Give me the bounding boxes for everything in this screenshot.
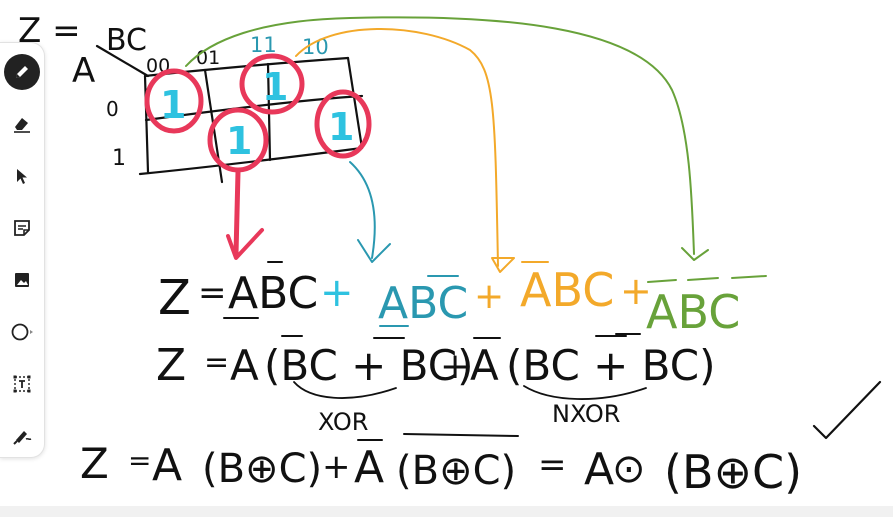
eq3-equals-2: = bbox=[538, 445, 567, 485]
col-header-11: 11 bbox=[250, 33, 277, 57]
eq2-paren-1: (BC + BC) bbox=[264, 341, 473, 390]
shape-tool-button[interactable] bbox=[4, 314, 40, 350]
note-tool-button[interactable] bbox=[4, 210, 40, 246]
xor-label: XOR bbox=[318, 408, 368, 436]
checkmark-icon bbox=[812, 380, 882, 440]
pen-tool-button[interactable] bbox=[4, 54, 40, 90]
eq1-plus-3: + bbox=[620, 269, 652, 313]
eq3-equals: = bbox=[128, 444, 151, 477]
arrow-red bbox=[226, 169, 264, 260]
a-label: A bbox=[72, 51, 95, 91]
eq2-equals: = bbox=[204, 345, 229, 380]
sticky-note-icon bbox=[14, 220, 30, 236]
arrow-teal bbox=[349, 161, 391, 263]
eq3-a-2: A bbox=[584, 444, 614, 495]
text-box-icon bbox=[13, 375, 31, 393]
row-header-1: 1 bbox=[112, 146, 126, 171]
row-header-0: 0 bbox=[106, 97, 119, 121]
kmap-cell-r1c3: 1 bbox=[328, 105, 354, 149]
kmap-diagonal bbox=[95, 44, 150, 78]
circle-shape-icon bbox=[11, 323, 33, 341]
eraser-tool-button[interactable] bbox=[4, 106, 40, 142]
select-tool-button[interactable] bbox=[4, 158, 40, 194]
eq1-term-2: ABC bbox=[378, 278, 468, 329]
eq2-lhs: Z bbox=[156, 340, 186, 391]
eq1-term-3: ABC bbox=[520, 263, 614, 317]
eq1-plus-1: + bbox=[320, 270, 354, 316]
eq1-term-4: ABC bbox=[646, 285, 740, 339]
image-tool-button[interactable] bbox=[4, 262, 40, 298]
image-icon bbox=[15, 273, 29, 287]
equation-2: Z = A (BC + BC) + A (BC + BC) bbox=[156, 333, 715, 400]
eq1-term-1: ABC bbox=[228, 268, 318, 319]
nxor-label: NXOR bbox=[552, 400, 620, 428]
eq3-xnor-expr: (B⊕C) bbox=[396, 448, 516, 494]
drawing-toolbar bbox=[0, 42, 45, 458]
equation-1: Z = ABC + ABC + ABC + ABC bbox=[158, 261, 767, 339]
eq1-lhs: Z bbox=[158, 270, 191, 326]
eq2-abar: A bbox=[470, 341, 499, 390]
text-tool-button[interactable] bbox=[4, 366, 40, 402]
eq3-odot: ⊙ bbox=[612, 446, 646, 492]
eq3-abar: A bbox=[354, 442, 384, 493]
pointer-icon bbox=[17, 169, 27, 184]
highlighter-tool-button[interactable] bbox=[4, 418, 40, 454]
eq3-a: A bbox=[152, 440, 182, 491]
eq2-plus: + bbox=[440, 346, 470, 387]
eq1-plus-2: + bbox=[474, 276, 504, 317]
eq3-result: (B⊕C) bbox=[664, 445, 802, 499]
pen-icon bbox=[16, 66, 28, 78]
highlighter-icon bbox=[13, 431, 32, 445]
kmap-cell-r0c0: 1 bbox=[160, 83, 186, 127]
eq3-xor-expr: (B⊕C) bbox=[202, 446, 322, 492]
kmap-cell-r0c2: 1 bbox=[262, 65, 288, 109]
eraser-icon bbox=[14, 118, 30, 133]
eq3-lhs: Z bbox=[80, 439, 109, 488]
eq2-a: A bbox=[230, 341, 259, 390]
bc-label: BC bbox=[106, 23, 147, 58]
equation-3: Z = A (B⊕C) + A (B⊕C) = A ⊙ (B⊕C) bbox=[80, 433, 802, 499]
bottom-status-strip bbox=[0, 506, 893, 517]
eq1-equals: = bbox=[198, 273, 227, 313]
eq2-paren-2: (BC + BC) bbox=[506, 341, 715, 390]
eq3-plus: + bbox=[322, 447, 351, 487]
arrow-green bbox=[185, 16, 709, 261]
col-header-01: 01 bbox=[196, 47, 220, 69]
arrow-orange bbox=[295, 28, 515, 273]
kmap-cell-r1c1: 1 bbox=[226, 119, 252, 163]
